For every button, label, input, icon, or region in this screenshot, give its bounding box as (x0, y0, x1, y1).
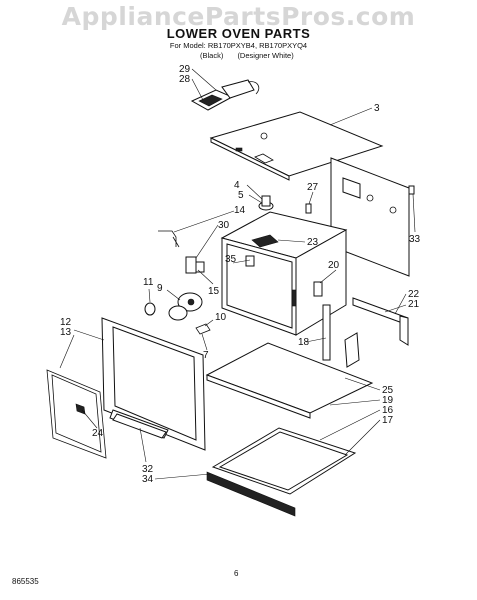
callout-24: 24 (92, 428, 104, 439)
callout-11: 11 (143, 277, 154, 288)
clip (305, 203, 312, 214)
callout-7: 7 (203, 350, 209, 361)
door-frame (101, 317, 206, 451)
side-rail (352, 297, 409, 346)
callout-35: 35 (225, 254, 237, 265)
callout-16: 16 (382, 405, 394, 416)
back-panel (330, 157, 415, 277)
watermark: AppliancePartsPros.com (61, 2, 416, 31)
callout-4: 4 (234, 180, 240, 191)
callout-12: 12 (60, 317, 72, 328)
inner-glass (206, 427, 357, 517)
callout-13: 13 (60, 327, 72, 338)
door-gasket (46, 369, 107, 459)
callout-14: 14 (234, 205, 246, 216)
document-id: 865535 (12, 577, 39, 586)
callout-18: 18 (298, 337, 310, 348)
callout-22: 22 (408, 289, 420, 300)
page-title: LOWER OVEN PARTS (166, 26, 311, 41)
callout-33: 33 (409, 234, 421, 245)
callout-labels: 29 28 3 4 5 27 14 30 23 33 35 20 11 9 15… (60, 64, 421, 485)
color-black: (Black) (200, 51, 224, 60)
callout-29: 29 (179, 64, 191, 75)
callout-21: 21 (408, 299, 420, 310)
callout-34: 34 (142, 474, 154, 485)
callout-9: 9 (157, 283, 163, 294)
knob (144, 302, 156, 316)
callout-23: 23 (307, 237, 319, 248)
model-line: For Model: RB170PXYB4, RB170PXYQ4 (169, 41, 308, 50)
callout-20: 20 (328, 260, 340, 271)
callout-30: 30 (218, 220, 230, 231)
callout-15: 15 (208, 286, 220, 297)
leader-lines (59, 68, 416, 480)
vent-duct (190, 79, 260, 111)
bracket (158, 230, 180, 248)
oven-window-edge (206, 374, 311, 419)
callout-19: 19 (382, 395, 394, 406)
callout-17: 17 (382, 415, 394, 426)
callout-5: 5 (238, 190, 244, 201)
door-handle (112, 413, 167, 439)
sensor (258, 195, 274, 211)
callout-27: 27 (307, 182, 319, 193)
color-designer-white: (Designer White) (237, 51, 294, 60)
oven-cavity (220, 211, 348, 336)
callout-28: 28 (179, 74, 191, 85)
callout-3: 3 (374, 103, 380, 114)
door-latch (322, 304, 360, 368)
fastener (195, 323, 211, 335)
page-number: 6 (234, 569, 239, 578)
motor (168, 292, 203, 321)
callout-10: 10 (215, 312, 227, 323)
oven-top-panel (209, 111, 384, 181)
callout-32: 32 (142, 464, 154, 475)
color-variants: (Black) (Designer White) (200, 51, 306, 60)
callout-25: 25 (382, 385, 394, 396)
